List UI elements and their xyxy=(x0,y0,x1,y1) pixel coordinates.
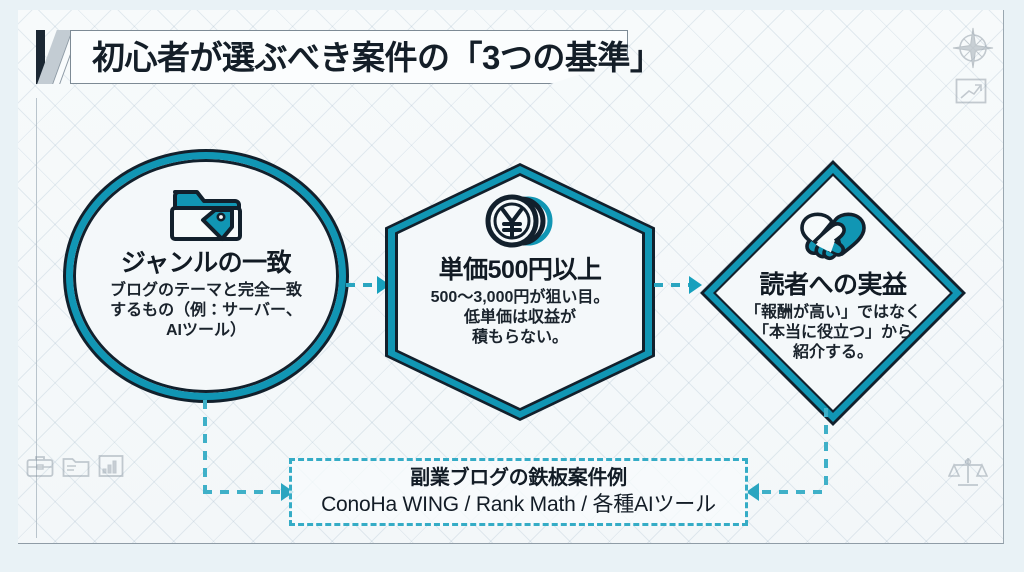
connector-dash xyxy=(654,283,689,287)
criterion-value-body: 「報酬が高い」ではなく 「本当に役立つ」から 紹介する。 xyxy=(744,304,921,361)
scales-icon xyxy=(948,458,988,486)
criterion-price-content: 単価500円以上 500〜3,000円が狙い目。 低単価は収益が 積もらない。 xyxy=(385,191,655,348)
connector-arrow-genre-to-price xyxy=(346,276,390,294)
criterion-genre-body: ブログのテーマと完全一致 するもの（例：サーバー、 AIツール） xyxy=(109,282,302,339)
circle-shape xyxy=(66,152,346,400)
folder-icon xyxy=(62,458,90,477)
connector-arrowhead xyxy=(689,276,702,294)
title-banner: 初心者が選ぶべき案件の「3つの基準」 xyxy=(36,30,663,84)
folder-tag-icon xyxy=(170,190,242,241)
yen-coins-icon xyxy=(485,194,553,248)
criterion-value-content: 読者への実益 「報酬が高い」ではなく 「本当に役立つ」から 紹介する。 xyxy=(700,208,966,363)
criterion-price-heading: 単価500円以上 xyxy=(438,256,602,284)
example-box-heading: 副業ブログの鉄板案件例 xyxy=(410,466,627,489)
example-callout-box: 副業ブログの鉄板案件例 ConoHa WING / Rank Math / 各種… xyxy=(289,458,748,526)
criterion-genre-content: ジャンルの一致 ブログのテーマと完全一致 するもの（例：サーバー、 AIツール） xyxy=(66,182,346,341)
briefcase-icon xyxy=(26,456,54,477)
bar-chart-icon xyxy=(98,455,124,477)
criterion-genre-heading: ジャンルの一致 xyxy=(120,249,292,277)
banner-dark-bar xyxy=(36,30,45,84)
page-title: 初心者が選ぶべき案件の「3つの基準」 xyxy=(92,39,663,76)
handshake-heart-icon xyxy=(800,212,866,261)
criterion-node-genre: ジャンルの一致 ブログのテーマと完全一致 するもの（例：サーバー、 AIツール） xyxy=(66,152,346,400)
connector-dash xyxy=(346,283,377,287)
elbow-connector-left-vertical xyxy=(203,400,207,492)
criterion-node-price: 単価500円以上 500〜3,000円が狙い目。 低単価は収益が 積もらない。 xyxy=(385,163,655,421)
elbow-connector-right-vertical xyxy=(824,408,828,492)
example-box-list: ConoHa WING / Rank Math / 各種AIツール xyxy=(321,492,716,516)
chart-frame-icon xyxy=(955,78,987,104)
elbow-connector-left-horizontal xyxy=(203,490,281,494)
criterion-value-heading: 読者への実益 xyxy=(759,271,907,299)
connector-arrow-price-to-value xyxy=(654,276,702,294)
elbow-connector-right-horizontal xyxy=(762,490,828,494)
panel-left-rule xyxy=(36,98,37,538)
elbow-connector-right-arrowhead xyxy=(746,483,759,501)
criterion-price-body: 500〜3,000円が狙い目。 低単価は収益が 積もらない。 xyxy=(430,289,610,346)
compass-icon xyxy=(952,27,994,69)
criterion-node-value: 読者への実益 「報酬が高い」ではなく 「本当に役立つ」から 紹介する。 xyxy=(700,160,966,426)
